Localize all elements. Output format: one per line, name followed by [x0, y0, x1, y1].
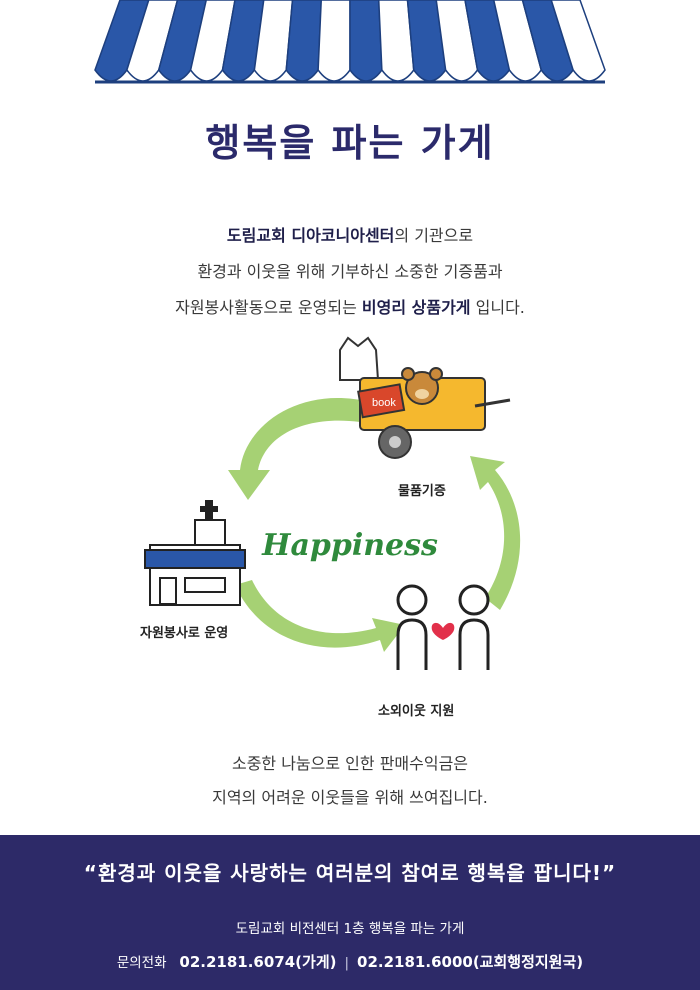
volunteer-label: 자원봉사로 운영 [140, 626, 229, 641]
awning-stripe [285, 0, 323, 82]
contact-label: 문의전화 [116, 955, 167, 971]
intro-nonprofit: 비영리 상품가게 [361, 298, 471, 317]
cycle-diagram: book [144, 336, 521, 670]
slogan: “환경과 이웃을 사랑하는 여러분의 참여로 행복을 팝니다!” [83, 861, 617, 885]
phone-store: 02.2181.6074(가게) [179, 953, 337, 971]
intro-org-name: 도림교회 디아코니아센터 [226, 226, 395, 245]
church-building-icon [144, 500, 246, 606]
phone-office: 02.2181.6000(교회행정지원국) [357, 953, 584, 971]
donation-cart-icon: book [339, 336, 511, 459]
outro-text: 소중한 나눔으로 인한 판매수익금은 지역의 어려운 이웃들을 위해 쓰여집니다… [212, 754, 488, 807]
footer-banner: “환경과 이웃을 사랑하는 여러분의 참여로 행복을 팝니다!” 도림교회 비전… [0, 835, 700, 990]
page-title: 행복을 파는 가게 [205, 121, 495, 165]
happiness-center-text: Happiness [262, 528, 438, 563]
divider: | [344, 955, 350, 971]
awning-stripe [317, 0, 351, 82]
svg-text:book: book [372, 397, 396, 409]
cycle-arrows [228, 398, 521, 652]
support-label: 소외이웃 지원 [378, 704, 455, 719]
awning-illustration [94, 0, 606, 84]
contact-line: 문의전화 02.2181.6074(가게) | 02.2181.6000(교회행정지… [0, 951, 700, 972]
neighbors-icon [396, 584, 490, 670]
donate-label: 물품기증 [398, 484, 446, 499]
intro-text: 도림교회 디아코니아센터의 기관으로 환경과 이웃을 위해 기부하신 소중한 기… [175, 226, 525, 317]
awning-stripe [349, 0, 383, 82]
address: 도림교회 비전센터 1층 행복을 파는 가게 [235, 921, 465, 937]
